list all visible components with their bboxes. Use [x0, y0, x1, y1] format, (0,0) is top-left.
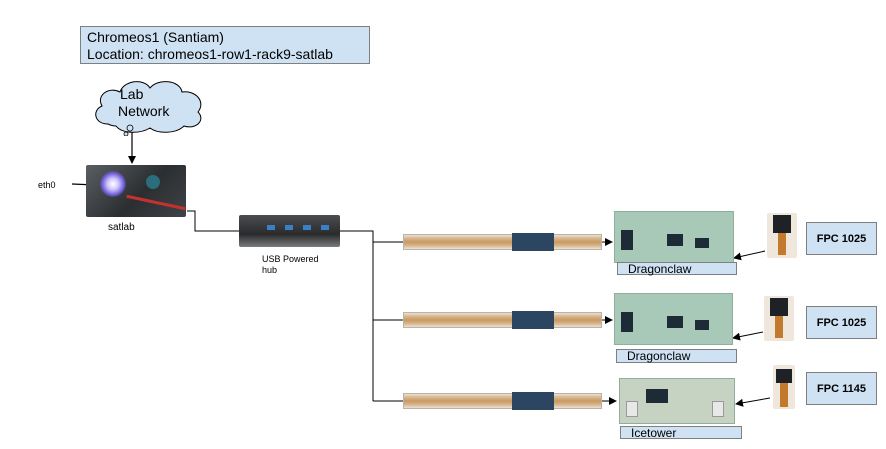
status-light-icon [100, 171, 126, 197]
cable-connector-icon [512, 392, 554, 410]
sensor-icon [773, 215, 791, 233]
fpc-sensor-photo-2 [764, 296, 794, 341]
board-label-2: Dragonclaw [616, 349, 737, 363]
fpc-board-link-3 [735, 397, 771, 407]
cable-icon [126, 194, 186, 211]
header-location: Location: chromeos1-row1-rack9-satlab [87, 46, 333, 62]
chip-icon [621, 312, 633, 332]
chip-icon [667, 316, 683, 328]
lab-network-cloud-icon [95, 81, 202, 136]
chip-icon [621, 230, 633, 250]
header-title: Chromeos1 (Santiam) [87, 29, 224, 45]
cable-connector-icon [512, 311, 554, 329]
fpc-board-link-2 [732, 331, 764, 341]
usb-hub-label-line1: USB Powered [262, 254, 319, 264]
fpc-label-1: FPC 1025 [806, 222, 877, 255]
usb-hub-label-line2: hub [262, 265, 278, 275]
usb-hub-photo [239, 215, 340, 247]
cable-3 [403, 392, 602, 410]
connector-icon [712, 401, 724, 417]
satlab-hub-link [187, 210, 239, 232]
fpc-board-link-1 [733, 250, 766, 261]
chip-icon [695, 320, 709, 330]
network-label-line1: Lab [120, 86, 144, 102]
fpc-sensor-photo-1 [767, 213, 797, 258]
satlab-photo [86, 165, 186, 217]
fpc-label-2: FPC 1025 [806, 306, 877, 339]
chip-icon [695, 238, 709, 248]
connector-icon [626, 401, 638, 417]
cable-1 [403, 233, 602, 251]
icetower-board [619, 378, 735, 424]
flex-cable-icon [780, 383, 788, 407]
location-header: Chromeos1 (Santiam) Location: chromeos1-… [80, 26, 370, 64]
chip-icon [667, 234, 683, 246]
flex-cable-icon [778, 233, 786, 255]
flex-cable-icon [775, 316, 783, 338]
board-label-1: Dragonclaw [617, 262, 737, 275]
usb-hub-label: USB Powered hub [262, 254, 319, 276]
chip-icon [646, 389, 668, 403]
sensor-icon [770, 298, 788, 316]
usb-port-icon [321, 225, 329, 230]
fpc-label-3: FPC 1145 [806, 372, 877, 405]
network-label: Lab Network [118, 86, 170, 120]
hub-cable-trunk [340, 230, 374, 401]
sensor-icon [776, 369, 792, 383]
usb-port-icon [285, 225, 293, 230]
dragonclaw-board-2 [614, 293, 733, 345]
usb-port-icon [303, 225, 311, 230]
board-label-3: Icetower [620, 426, 742, 439]
usb-port-icon [267, 225, 275, 230]
port-icon [146, 175, 160, 189]
cable-2 [403, 311, 602, 329]
cable-connector-icon [512, 233, 554, 251]
eth0-label: eth0 [38, 180, 56, 190]
dragonclaw-board-1 [614, 211, 734, 263]
fpc-sensor-photo-3 [773, 365, 795, 409]
network-label-line2: Network [118, 103, 170, 119]
satlab-label: satlab [108, 222, 135, 233]
